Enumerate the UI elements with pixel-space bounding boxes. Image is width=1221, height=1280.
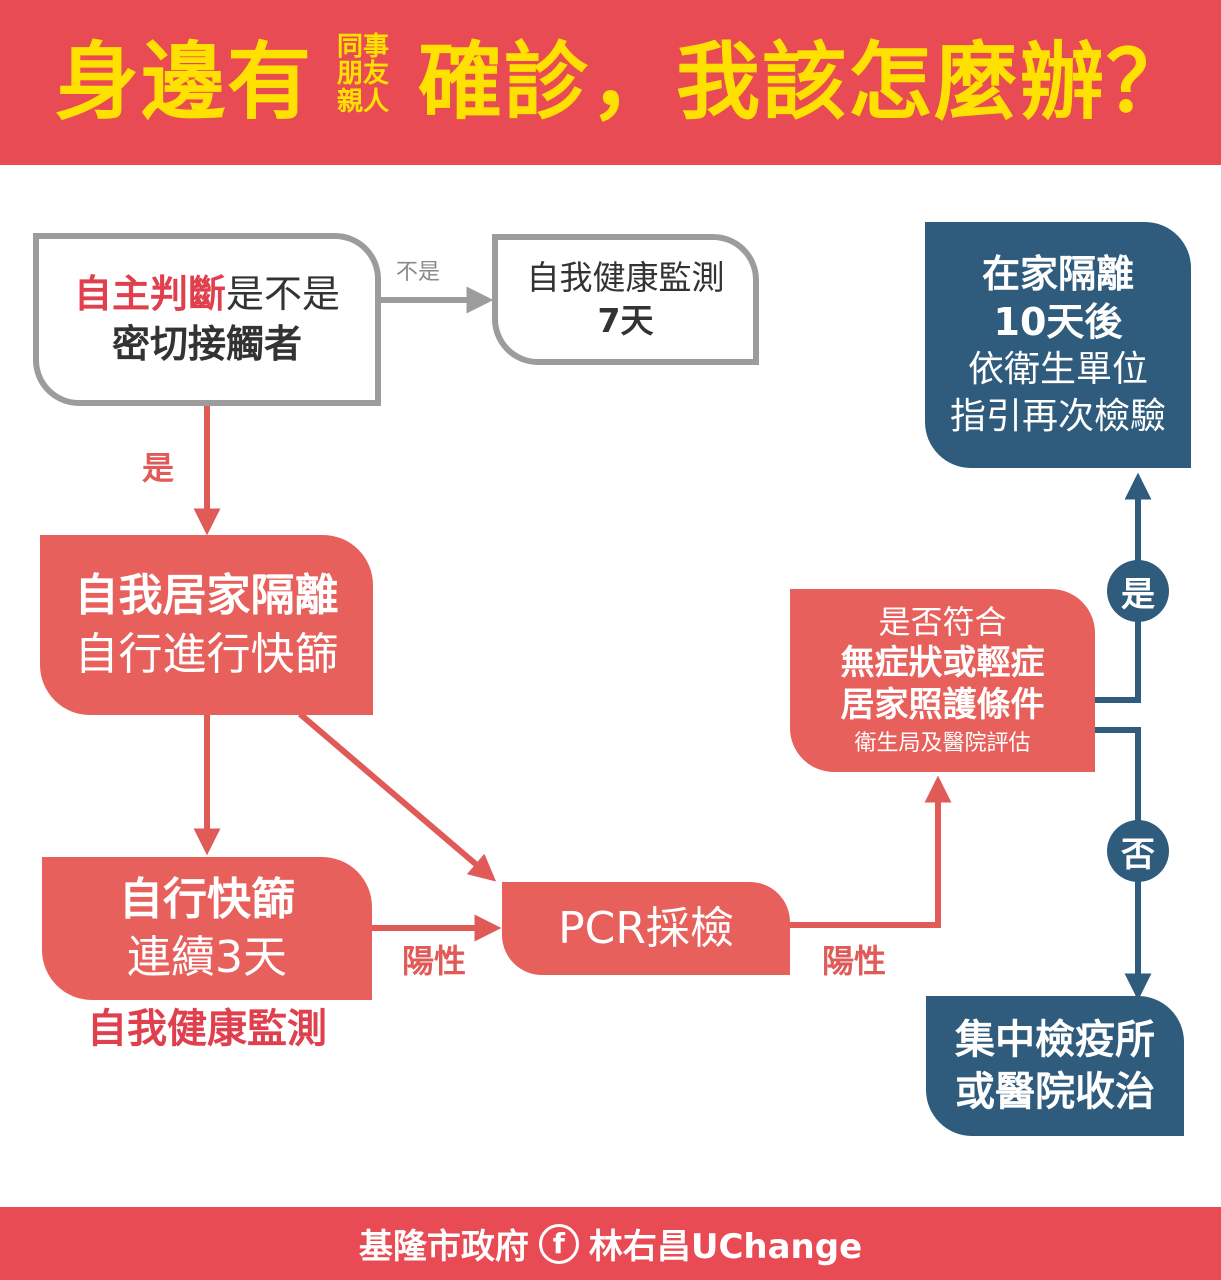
home10-line2: 10天後 (993, 300, 1123, 345)
node-rapid-test: 自行快篩 連續3天 (42, 857, 372, 1000)
node-home-care-criteria: 是否符合 無症狀或輕症 居家照護條件 衛生局及醫院評估 (790, 589, 1095, 772)
label-positive-1: 陽性 (402, 942, 467, 980)
footer-page: 林右昌UChange (588, 1227, 863, 1267)
home10-line1: 在家隔離 (981, 251, 1134, 296)
title-part2: 確診，我該怎麼辦？ (418, 33, 1193, 131)
node-judge-contact: 自主判斷是不是 密切接觸者 (33, 233, 381, 406)
quarantine-line2: 自行進行快篩 (74, 629, 339, 680)
home10-line4: 指引再次檢驗 (949, 395, 1166, 437)
home10-line3: 依衛生單位 (967, 348, 1148, 390)
label-positive-2: 陽性 (822, 942, 887, 980)
center-line2: 或醫院收治 (955, 1069, 1155, 1115)
node-quarantine-center: 集中檢疫所 或醫院收治 (926, 996, 1184, 1136)
judge-line2: 密切接觸者 (111, 321, 302, 366)
label-criteria-yes: 是 (1107, 560, 1169, 622)
node-monitor-7days: 自我健康監測 7天 (492, 234, 759, 365)
title-small-coworker: 同事 (336, 32, 389, 62)
label-not-contact: 不是 (396, 260, 441, 285)
title-part1: 身邊有 (55, 33, 314, 131)
arrow-criteria-no (1095, 727, 1152, 1001)
arrow-quarantine-to-pcr (298, 711, 497, 882)
facebook-icon: f (538, 1223, 579, 1264)
quarantine-line1: 自我居家隔離 (74, 569, 339, 621)
rapid-note: 自我健康監測 (87, 1006, 327, 1052)
criteria-line2: 無症狀或輕症 (840, 642, 1045, 683)
judge-highlight: 自主判斷 (73, 272, 226, 317)
criteria-line1: 是否符合 (878, 602, 1007, 641)
arrow-pcr-to-criteria (790, 775, 952, 928)
title-small-family: 親人 (336, 86, 389, 117)
title-small-group: 同事 朋友 親人 (323, 32, 403, 117)
node-home-isolation-10days: 在家隔離 10天後 依衛生單位 指引再次檢驗 (925, 222, 1191, 468)
monitor7-line2: 7天 (597, 300, 654, 340)
label-criteria-no: 否 (1107, 820, 1169, 882)
footer-banner: 基隆市政府 f 林右昌UChange (0, 1207, 1221, 1280)
criteria-line4: 衛生局及醫院評估 (854, 730, 1031, 756)
rapid-line1: 自行快篩 (119, 874, 295, 926)
node-pcr: PCR採檢 (502, 882, 790, 975)
header-banner (0, 0, 1221, 165)
judge-normal: 是不是 (226, 272, 341, 317)
center-line1: 集中檢疫所 (955, 1017, 1155, 1063)
title-small-friend: 朋友 (336, 59, 389, 90)
node-home-quarantine: 自我居家隔離 自行進行快篩 (40, 535, 373, 715)
monitor7-line1: 自我健康監測 (526, 257, 725, 297)
criteria-line3: 居家照護條件 (840, 685, 1045, 725)
pcr-label: PCR採檢 (558, 902, 734, 954)
label-yes-contact: 是 (142, 449, 175, 487)
arrow-criteria-yes (1095, 472, 1152, 703)
footer-gov: 基隆市政府 (358, 1227, 529, 1267)
rapid-line2: 連續3天 (127, 931, 287, 983)
judge-line1: 自主判斷是不是 (74, 270, 340, 319)
